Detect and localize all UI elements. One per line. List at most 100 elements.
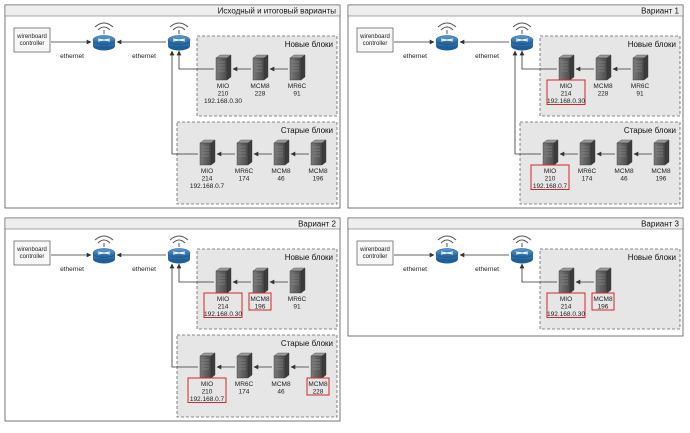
new-blocks-group: Новые блокиMIO214192.168.0.30MCM8228MR6C… xyxy=(519,35,681,117)
device-label: MCM8 xyxy=(308,381,328,388)
device-label: 214 xyxy=(561,304,572,311)
device-label: 192.168.0.7 xyxy=(533,183,568,190)
server-icon xyxy=(310,352,327,379)
old-blocks-group: Старые блокиMIO214192.168.0.7MR6C174MCM8… xyxy=(169,50,338,205)
device-label: MCM8 xyxy=(271,168,291,175)
device-label: 91 xyxy=(636,91,644,98)
controller-label: wirenboard xyxy=(16,34,47,40)
highlight-box xyxy=(530,164,570,190)
device-label: MCM8 xyxy=(593,296,613,303)
server-icon xyxy=(289,267,306,294)
device-label: 192.168.0.7 xyxy=(190,396,225,403)
router-icon xyxy=(92,235,116,264)
server-icon xyxy=(595,267,612,294)
device-label: 214 xyxy=(561,91,572,98)
server-icon xyxy=(289,54,306,81)
device-label: MCM8 xyxy=(308,168,328,175)
device-label: MR6C xyxy=(288,296,307,303)
highlight-box xyxy=(591,292,615,311)
uplink-arrow xyxy=(169,50,198,155)
link-label: ethernet xyxy=(60,53,84,60)
device-label: MCM8 xyxy=(250,296,270,303)
old-blocks-group: Старые блокиMIO210192.168.0.7MR6C174MCM8… xyxy=(169,263,338,418)
old-blocks-group: Старые блокиMIO210192.168.0.7MR6C174MCM8… xyxy=(512,50,681,205)
device-label: 228 xyxy=(313,389,324,396)
server-icon xyxy=(215,54,232,81)
server-icon xyxy=(558,54,575,81)
group-title: Новые блоки xyxy=(628,40,676,49)
new-blocks-group: Новые блокиMIO210192.168.0.30MCM8228MR6C… xyxy=(176,35,338,117)
device-label: MIO xyxy=(217,296,229,303)
device-label: MIO xyxy=(201,168,213,175)
group-title: Старые блоки xyxy=(624,126,676,135)
device-label: 214 xyxy=(202,176,213,183)
panel-title: Исходный и итоговый варианты xyxy=(218,7,337,16)
server-icon xyxy=(252,267,269,294)
highlight-box xyxy=(248,292,272,311)
controller-box xyxy=(13,27,51,53)
new-blocks-group: Новые блокиMIO214192.168.0.30MCM8196MR6C… xyxy=(176,248,338,330)
server-icon xyxy=(199,139,216,166)
router-icon xyxy=(167,22,191,51)
controller-label: controller xyxy=(363,254,388,260)
device-label: 174 xyxy=(239,389,250,396)
highlight-box xyxy=(306,377,330,396)
router-icon xyxy=(435,22,459,51)
panel-title: Вариант 1 xyxy=(641,7,679,16)
device-label: 196 xyxy=(598,304,609,311)
panel-title: Вариант 2 xyxy=(298,220,336,229)
device-label: 46 xyxy=(277,389,285,396)
link-label: ethernet xyxy=(132,53,156,60)
device-label: 174 xyxy=(239,176,250,183)
device-label: 210 xyxy=(545,176,556,183)
router-icon xyxy=(510,235,534,264)
controller-label: controller xyxy=(20,41,45,47)
device-label: 192.168.0.30 xyxy=(547,98,585,105)
device-label: MIO xyxy=(201,381,213,388)
device-label: MR6C xyxy=(631,83,650,90)
group-title: Новые блоки xyxy=(628,253,676,262)
uplink-arrow xyxy=(512,50,541,155)
server-icon xyxy=(616,139,633,166)
device-label: 196 xyxy=(255,304,266,311)
device-label: 91 xyxy=(293,304,301,311)
device-label: 46 xyxy=(620,176,628,183)
router-icon xyxy=(435,235,459,264)
server-icon xyxy=(252,54,269,81)
device-label: 210 xyxy=(202,389,213,396)
device-label: 210 xyxy=(218,91,229,98)
device-label: MIO xyxy=(560,296,572,303)
server-icon xyxy=(310,139,327,166)
server-icon xyxy=(653,139,670,166)
group-title: Старые блоки xyxy=(281,339,333,348)
highlight-box xyxy=(203,292,243,318)
server-icon xyxy=(595,54,612,81)
device-label: 214 xyxy=(218,304,229,311)
panel-header xyxy=(4,4,341,17)
panel-header xyxy=(4,217,341,230)
link-label: ethernet xyxy=(132,266,156,273)
device-label: 174 xyxy=(582,176,593,183)
server-icon xyxy=(273,139,290,166)
uplink-arrow xyxy=(176,263,214,283)
device-label: MCM8 xyxy=(271,381,291,388)
device-label: MCM8 xyxy=(614,168,634,175)
panel-title: Вариант 3 xyxy=(641,220,679,229)
device-label: 192.168.0.30 xyxy=(547,311,585,318)
uplink-arrow xyxy=(169,263,198,368)
uplink-arrow xyxy=(519,263,557,283)
router-icon xyxy=(510,22,534,51)
device-label: MIO xyxy=(217,83,229,90)
server-icon xyxy=(199,352,216,379)
device-label: MCM8 xyxy=(593,83,613,90)
server-icon xyxy=(273,352,290,379)
controller-label: wirenboard xyxy=(359,247,390,253)
link-label: ethernet xyxy=(60,266,84,273)
highlight-box xyxy=(546,292,586,318)
controller-label: wirenboard xyxy=(359,34,390,40)
